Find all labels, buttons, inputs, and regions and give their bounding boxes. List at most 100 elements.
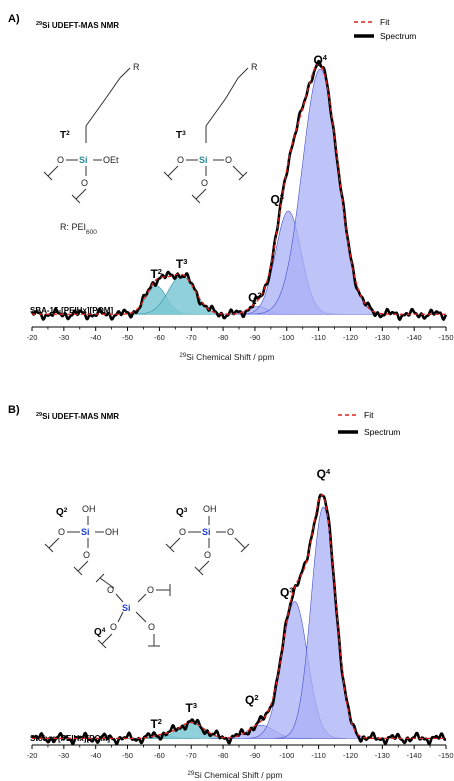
t2-propyl-chain	[85, 67, 131, 143]
q4-o-upper-left: O	[107, 585, 114, 595]
panel-b-plot: -20 -30 -40 -50 -60 -70 -80 -90 -100 -110 -120 -130…	[27, 467, 454, 761]
structure-t2: T2 R Si O OEt O	[43, 62, 140, 204]
panel-b-tick-label: -130	[375, 751, 390, 760]
structure-t3-label: T3	[176, 130, 186, 142]
t3-propyl-chain	[205, 67, 249, 143]
q4-si-o-bonds	[115, 593, 147, 623]
panel-a-tick-label: -30	[58, 333, 69, 342]
t3-surface-bonds	[163, 165, 248, 204]
q2-o-down: O	[83, 550, 90, 560]
panel-a-tick-label: -80	[218, 333, 229, 342]
panel-b-peak-label-t3: T3	[185, 701, 197, 716]
t3-o-right: O	[225, 155, 232, 165]
q3-oh-top: OH	[203, 504, 217, 514]
panel-b-tick-label: -80	[218, 751, 229, 760]
structure-q2: Q2 OH Si O OH O	[44, 504, 119, 576]
panel-b-tick-label: -140	[407, 751, 422, 760]
panel-b-title-rest: Si UDEFT-MAS NMR	[42, 412, 119, 421]
panel-b-peak-label-t2: T2	[150, 716, 162, 731]
panel-b-tick-label: -70	[186, 751, 197, 760]
panel-b-tick-label: -30	[58, 751, 69, 760]
panel-b-tick-label: -120	[343, 751, 358, 760]
legend-a: Fit Spectrum	[354, 17, 416, 41]
q2-o-left: O	[58, 527, 65, 537]
panel-b-tick-label: -50	[122, 751, 133, 760]
panel-b-peak-label-q2: Q2	[245, 693, 259, 708]
q2-oh-top: OH	[82, 504, 96, 514]
panel-a-peak-label-t2: T2	[150, 267, 162, 282]
t2-si-atom: Si	[79, 155, 88, 165]
panel-b-tick-label: -60	[154, 751, 165, 760]
q2-surface-bonds	[44, 537, 89, 576]
t3-o-left: O	[177, 155, 184, 165]
t3-si-atom: Si	[199, 155, 208, 165]
panel-b: B) 29Si UDEFT-MAS NMR Fit Spectrum Q2 OH…	[8, 404, 454, 780]
panel-a-tick-label: -100	[279, 333, 294, 342]
panel-a-tick-label: -70	[186, 333, 197, 342]
structure-q4: Q4 Si O O O O	[94, 573, 171, 649]
panel-a-title: 29Si UDEFT-MAS NMR	[36, 21, 119, 30]
panel-b-tick-label: -110	[311, 751, 325, 760]
panel-a-spectrum-line	[30, 59, 448, 321]
panel-b-tick-label: -90	[250, 751, 261, 760]
structure-t2-label: T2	[60, 130, 70, 142]
panel-a-peak-label-t3: T3	[176, 256, 188, 271]
legend-b: Fit Spectrum	[338, 410, 400, 437]
q4-surface-bonds	[95, 573, 171, 649]
panel-b-title-sup: 29	[36, 412, 42, 418]
q3-o-down: O	[204, 550, 211, 560]
panel-b-peak-label-q4: Q4	[317, 467, 331, 482]
panel-a-tick-label: -50	[122, 333, 133, 342]
structure-q2-label: Q2	[56, 507, 68, 519]
structure-q4-label: Q4	[94, 627, 106, 639]
q4-o-lower-right: O	[148, 622, 155, 632]
panel-a-letter: A)	[8, 13, 20, 25]
panel-a: A) 29Si UDEFT-MAS NMR Fit Spectrum T2 R …	[8, 13, 454, 362]
panel-a-tick-label: -140	[407, 333, 422, 342]
panel-b-letter: B)	[8, 404, 20, 416]
panel-a-fit-line	[32, 63, 446, 315]
legend-b-fit-label: Fit	[364, 410, 374, 420]
panel-b-xlabel: 29Si Chemical Shift / ppm	[187, 770, 282, 780]
panel-b-tick-label: -100	[279, 751, 294, 760]
panel-b-peak-label-q3: Q3	[280, 585, 294, 600]
t3-r-group: R	[251, 62, 258, 72]
panel-b-fit-line	[32, 493, 446, 740]
t2-oet: OEt	[103, 155, 119, 165]
r-definition: R: PEI600	[60, 222, 97, 236]
panel-b-tick-label: -20	[27, 751, 38, 760]
legend-a-spectrum-label: Spectrum	[380, 31, 416, 41]
q4-o-upper-right: O	[147, 585, 154, 595]
q3-o-right: O	[227, 527, 234, 537]
panel-b-title: 29Si UDEFT-MAS NMR	[36, 412, 119, 421]
t2-o-left: O	[57, 155, 64, 165]
panel-a-peak-label-q2: Q2	[248, 290, 262, 305]
q4-si-atom: Si	[122, 603, 131, 613]
panel-a-tick-label: -40	[90, 333, 101, 342]
panel-a-tick-label: -120	[343, 333, 358, 342]
structure-t3: T3 R Si O O O	[163, 62, 258, 204]
q2-oh-right: OH	[105, 527, 119, 537]
panel-a-sample-label: SBA-15-[PEIHx][POM]	[30, 306, 113, 315]
panel-b-tick-label: -150	[438, 751, 453, 760]
panel-a-title-sup: 29	[36, 21, 42, 27]
panel-a-tick-label: -130	[375, 333, 390, 342]
panel-b-tick-label: -40	[90, 751, 101, 760]
t2-r-group: R	[133, 62, 140, 72]
panel-a-title-rest: Si UDEFT-MAS NMR	[42, 21, 119, 30]
panel-a-peak-label-q3: Q3	[270, 192, 284, 207]
panel-a-tick-label: -90	[250, 333, 261, 342]
t3-o-down: O	[201, 178, 208, 188]
q3-o-left: O	[179, 527, 186, 537]
q3-si-atom: Si	[202, 527, 211, 537]
panel-a-plot: -20-30-40-50-60-70-80-90-100-110-120-130…	[27, 53, 454, 343]
legend-b-spectrum-label: Spectrum	[364, 427, 400, 437]
t2-o-down: O	[81, 178, 88, 188]
q2-si-atom: Si	[81, 527, 90, 537]
q3-surface-bonds	[165, 537, 250, 576]
panel-b-spectrum-line	[31, 493, 447, 746]
panel-a-peak-label-q4: Q4	[313, 53, 327, 68]
structure-q3: Q3 OH Si O O O	[165, 504, 250, 576]
panel-a-tick-label: -150	[438, 333, 453, 342]
